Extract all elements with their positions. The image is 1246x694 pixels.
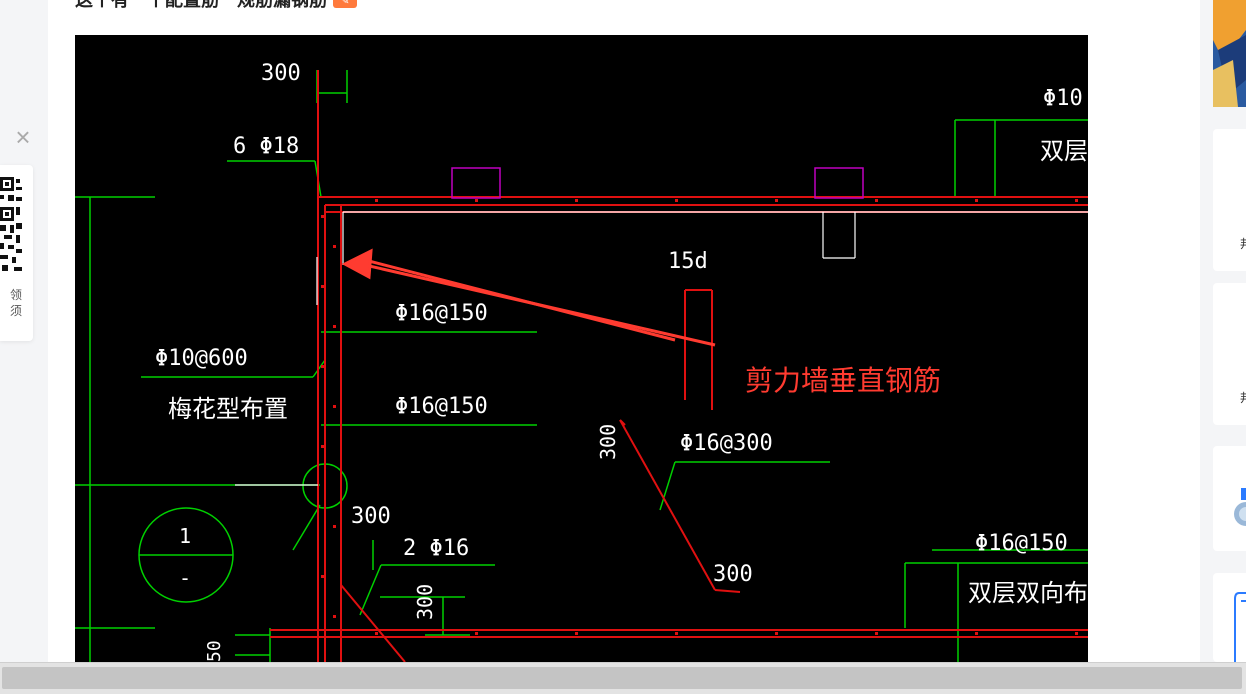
section-number: 1 [179, 524, 191, 548]
annotation-label: 剪力墙垂直钢筋 [745, 364, 941, 397]
dim-50: 50 [204, 640, 225, 662]
horizontal-scrollbar[interactable] [0, 662, 1246, 694]
close-icon[interactable]: × [15, 122, 31, 152]
dim-300-mid: 300 [351, 504, 391, 529]
plum-layout-label: 梅花型布置 [168, 395, 288, 423]
dim-300-diag: 300 [713, 562, 753, 587]
article-title-text: 这个有一个配置筋一规筋漏钢筋 [75, 0, 327, 11]
sidebar-avatar[interactable] [1213, 0, 1246, 107]
white-outline [235, 211, 1088, 486]
rebar-16-150-b: Φ16@150 [395, 394, 488, 419]
rebar-2-16: 2 Φ16 [403, 536, 469, 561]
rebar-16-300: Φ16@300 [680, 431, 773, 456]
qr-code-icon [0, 177, 22, 277]
dim-15d: 15d [668, 249, 708, 274]
rebar-dots [321, 199, 1078, 635]
article-title: 这个有一个配置筋一规筋漏钢筋 ✎ [75, 0, 357, 11]
sidebar-card-1[interactable]: 邦 [1213, 129, 1246, 271]
rebar-16-150-a: Φ16@150 [395, 301, 488, 326]
double-layer-top: 双层 [1040, 137, 1088, 165]
annotation-arrows [341, 248, 716, 347]
shear-wall-outline [270, 70, 1088, 662]
tag-icon: ✎ [333, 0, 357, 8]
sidebar-card-2[interactable]: 邦 [1213, 283, 1246, 425]
rebar-top-right: Φ10 [1043, 86, 1083, 111]
share-panel: 领 须 [0, 165, 33, 341]
dim-300-vert: 300 [413, 584, 437, 620]
rebar-10-600: Φ10@600 [155, 346, 248, 371]
double-layer-bidir: 双层双向布 [968, 579, 1088, 607]
sidebar-card-4[interactable] [1213, 573, 1246, 662]
sidebar-card-1-label: 邦 [1240, 235, 1246, 252]
cad-drawing-image[interactable]: 300 6 Φ18 15d Φ16@150 Φ16@150 Φ10@600 梅花… [75, 35, 1088, 662]
rebar-16-150-c: Φ16@150 [975, 531, 1068, 556]
dim-300-left: 300 [596, 424, 620, 460]
avatar-image [1213, 0, 1246, 107]
rebar-6-18-label: 6 Φ18 [233, 134, 299, 159]
section-dash: - [179, 566, 191, 590]
share-label: 领 须 [9, 288, 22, 318]
sidebar-card-3[interactable] [1213, 446, 1246, 551]
scrollbar-thumb[interactable] [2, 667, 1242, 689]
medal-icon [1234, 488, 1246, 526]
document-icon [1234, 592, 1246, 662]
dim-300-top: 300 [261, 61, 301, 86]
sidebar-card-2-label: 邦 [1240, 389, 1246, 406]
magenta-markers [451, 167, 864, 199]
dimension-lines [75, 70, 1088, 662]
